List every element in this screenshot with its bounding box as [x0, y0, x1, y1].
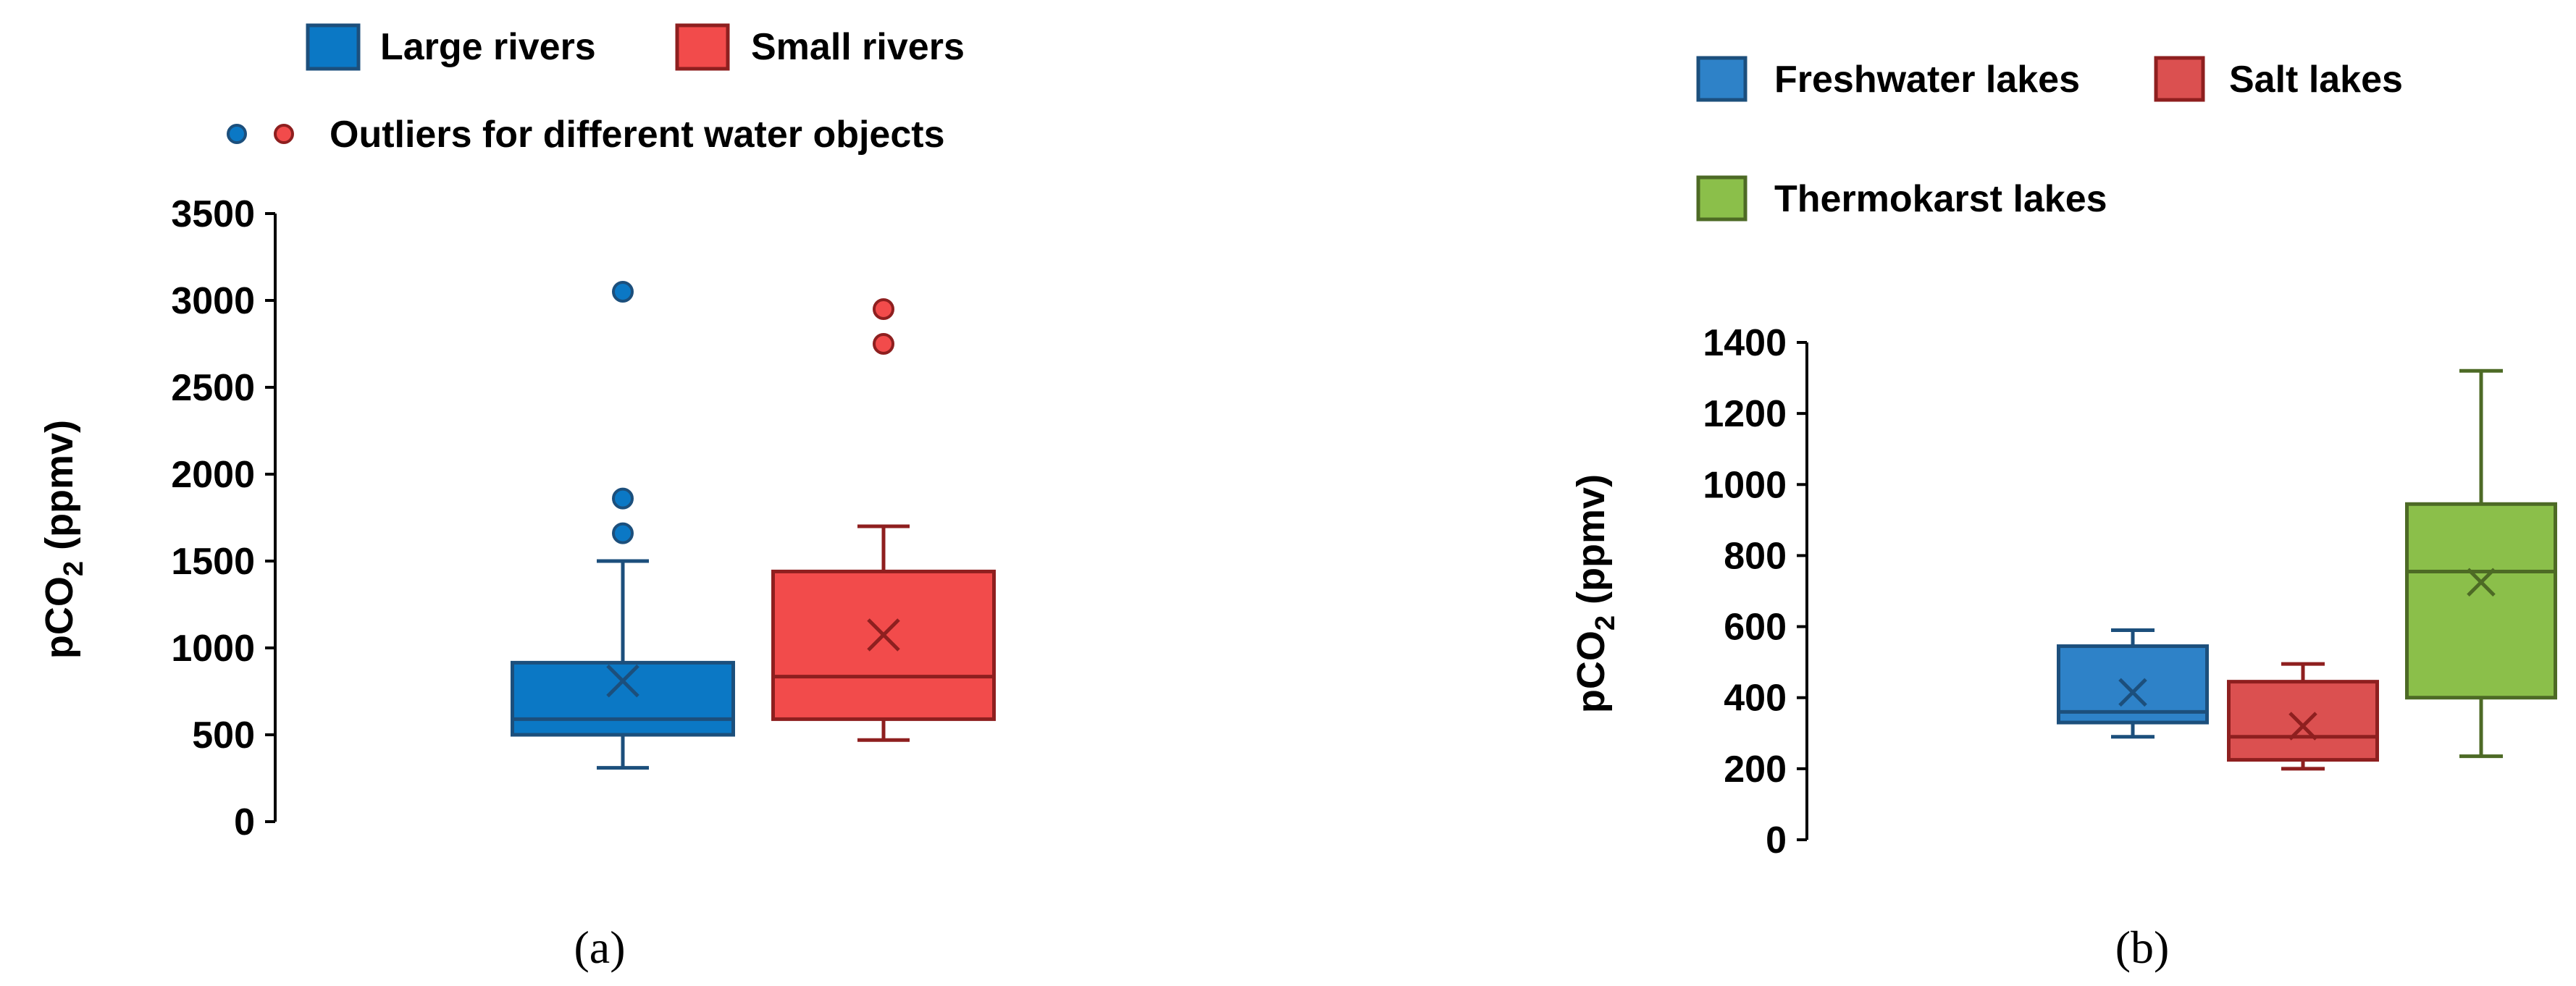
mean-marker — [606, 664, 639, 698]
legend-outlier-note: Outliers for different water objects — [330, 114, 945, 156]
y-tick-label: 1500 — [171, 541, 255, 583]
legend-outlier-marker-blue — [227, 124, 247, 144]
box-iqr — [2227, 680, 2379, 762]
legend-label-large-rivers: Large rivers — [380, 26, 596, 68]
panel-b: Freshwater lakes Salt lakes Thermokarst … — [1569, 56, 2557, 973]
y-tick-label: 800 — [1724, 535, 1787, 577]
mean-marker — [2467, 568, 2496, 597]
outlier-point — [612, 487, 634, 510]
legend-label-salt-lakes: Salt lakes — [2229, 59, 2403, 101]
boxes-a — [511, 281, 996, 770]
y-axis-label-a: pCO2 (ppmv) — [38, 420, 89, 659]
box-iqr — [2057, 644, 2209, 725]
y-axis-b: 0 200 400 600 800 1000 1200 1400 — [1703, 322, 1808, 861]
box-freshwater-lakes — [2057, 628, 2209, 739]
legend-label-small-rivers: Small rivers — [751, 26, 965, 68]
y-tick-label: 3000 — [171, 280, 255, 322]
mean-marker — [2288, 712, 2317, 741]
y-tick-label: 2000 — [171, 454, 255, 496]
box-iqr — [2405, 502, 2557, 700]
y-tick-label: 0 — [234, 801, 255, 843]
outlier-point — [873, 333, 894, 355]
panel-label-b: (b) — [2115, 922, 2170, 973]
y-tick-label: 0 — [1766, 819, 1787, 861]
legend-swatch-salt-lakes — [2154, 56, 2205, 102]
y-tick-label: 3500 — [171, 193, 255, 235]
box-iqr — [511, 660, 735, 737]
panel-label-a: (a) — [574, 922, 625, 973]
legend-swatch-small-rivers — [675, 23, 730, 71]
legend-a: Large rivers Small rivers Outliers for d… — [227, 23, 965, 156]
y-tick-label: 400 — [1724, 678, 1787, 720]
box-small-rivers — [771, 298, 996, 742]
legend-b: Freshwater lakes Salt lakes Thermokarst … — [1696, 56, 2403, 222]
legend-label-thermokarst-lakes: Thermokarst lakes — [1774, 178, 2107, 220]
y-axis-label-b: pCO2 (ppmv) — [1569, 474, 1621, 713]
box-salt-lakes — [2227, 662, 2379, 771]
y-tick-label: 200 — [1724, 749, 1787, 791]
outlier-point — [612, 281, 634, 303]
y-tick-label: 1400 — [1703, 322, 1787, 364]
box-thermokarst-lakes — [2405, 368, 2557, 759]
y-tick-label: 1000 — [171, 628, 255, 670]
y-tick-label: 1000 — [1703, 464, 1787, 506]
boxes-b — [2057, 368, 2557, 771]
legend-swatch-freshwater-lakes — [1696, 56, 1748, 102]
mean-marker — [2118, 678, 2147, 707]
legend-swatch-large-rivers — [306, 23, 361, 71]
legend-outlier-marker-red — [274, 124, 294, 144]
y-tick-label: 600 — [1724, 607, 1787, 649]
y-axis-a: 0 500 1000 1500 2000 2500 3000 3500 — [171, 193, 277, 843]
box-iqr — [771, 569, 996, 721]
legend-swatch-thermokarst-lakes — [1696, 175, 1748, 222]
y-tick-label: 2500 — [171, 367, 255, 409]
y-tick-label: 500 — [192, 715, 255, 757]
panel-a: Large rivers Small rivers Outliers for d… — [38, 23, 996, 973]
y-tick-label: 1200 — [1703, 393, 1787, 435]
outlier-point — [612, 522, 634, 544]
outlier-point — [873, 298, 894, 320]
mean-marker — [867, 618, 900, 652]
legend-label-freshwater-lakes: Freshwater lakes — [1774, 59, 2080, 101]
box-large-rivers — [511, 281, 735, 770]
